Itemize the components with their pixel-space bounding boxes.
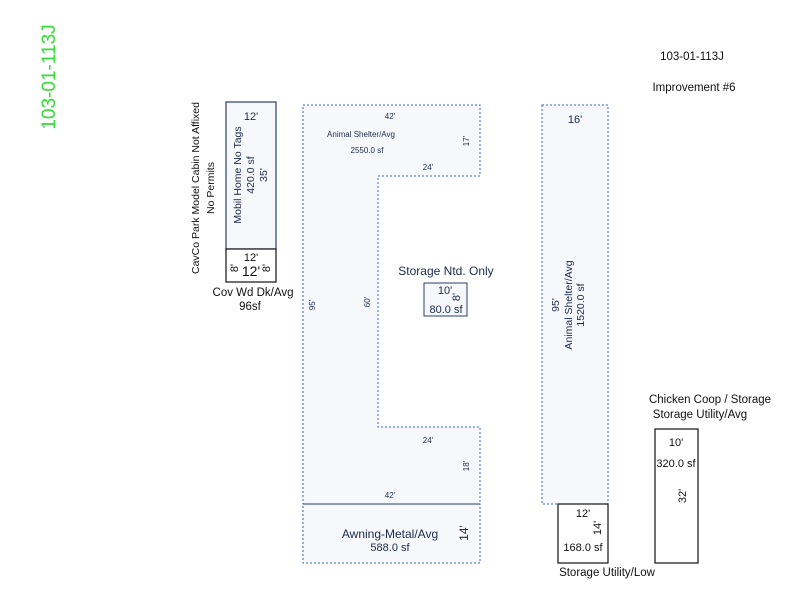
parcel-id-vertical: 103-01-113J <box>39 24 60 129</box>
animal-shelter-left-inner-top-dim: 24' <box>423 163 434 172</box>
storage-ntd-label: Storage Ntd. Only <box>398 264 493 278</box>
mobile-home-width: 12' <box>244 111 258 123</box>
storage-low-width: 12' <box>576 508 590 520</box>
header-parcel-id: 103-01-113J <box>660 51 724 63</box>
mobile-home-outline <box>225 101 277 250</box>
animal-shelter-left-right-top-dim: 17' <box>462 135 471 146</box>
animal-shelter-right-name: Animal Shelter/Avg <box>563 260 575 349</box>
animal-shelter-right-outline <box>541 104 609 505</box>
storage-ntd-depth: 8' <box>451 293 463 301</box>
awning-outline <box>302 503 481 564</box>
animal-shelter-left-inner-left-dim: 60' <box>363 296 372 307</box>
deck-name: Cov Wd Dk/Avg <box>213 287 294 299</box>
deck-left-dim: 8' <box>229 264 241 272</box>
awning-depth: 14' <box>457 525 471 541</box>
header-improvement: Improvement #6 <box>652 82 735 94</box>
deck-bottom-dim: 12' <box>242 263 260 279</box>
awning-area: 588.0 sf <box>370 542 410 554</box>
animal-shelter-left-top-dim: 42' <box>385 112 396 121</box>
animal-shelter-left-left-dim: 95' <box>308 299 317 310</box>
animal-shelter-right-length: 95' <box>550 298 562 312</box>
mobile-home-name: Mobil Home No Tags <box>232 126 244 223</box>
mobile-home-area: 420.0 sf <box>245 156 257 193</box>
chicken-coop-width: 10' <box>669 437 683 449</box>
chicken-coop-area: 320.0 sf <box>656 458 696 470</box>
deck-area: 96sf <box>239 301 262 313</box>
animal-shelter-right-top-dim: 16' <box>568 114 582 126</box>
chicken-coop-outline <box>654 428 699 564</box>
animal-shelter-left-area: 2550.0 sf <box>351 146 385 155</box>
storage-low-area: 168.0 sf <box>563 542 603 554</box>
mobile-home-length: 35' <box>258 168 270 182</box>
chicken-coop-length: 32' <box>677 489 689 503</box>
storage-ntd-area: 80.0 sf <box>429 304 463 316</box>
chicken-coop-title: Chicken Coop / Storage <box>649 394 771 406</box>
deck-outline <box>225 248 277 283</box>
deck-width: 12' <box>244 252 258 264</box>
animal-shelter-right-area: 1520.0 sf <box>575 283 587 326</box>
animal-shelter-left-right-bottom-dim: 18' <box>462 460 471 471</box>
mobile-home-note-line1: CavCo Park Model Cabin Not Affixed <box>190 102 202 274</box>
awning-name: Awning-Metal/Avg <box>342 527 438 541</box>
chicken-coop-subtitle: Storage Utility/Avg <box>653 409 747 421</box>
storage-low-depth: 14' <box>592 521 604 535</box>
storage-low-name: Storage Utility/Low <box>559 567 656 579</box>
animal-shelter-left-bottom-dim: 42' <box>385 491 396 500</box>
deck-right-dim: 8' <box>261 264 273 272</box>
animal-shelter-left-name: Animal Shelter/Avg <box>327 130 395 139</box>
animal-shelter-left-inner-bottom-dim: 24' <box>423 436 434 445</box>
storage-ntd-width: 10' <box>438 285 452 297</box>
storage-ntd-outline <box>423 282 468 317</box>
storage-low-outline <box>557 503 609 564</box>
mobile-home-note-line2: No Permits <box>205 162 217 214</box>
